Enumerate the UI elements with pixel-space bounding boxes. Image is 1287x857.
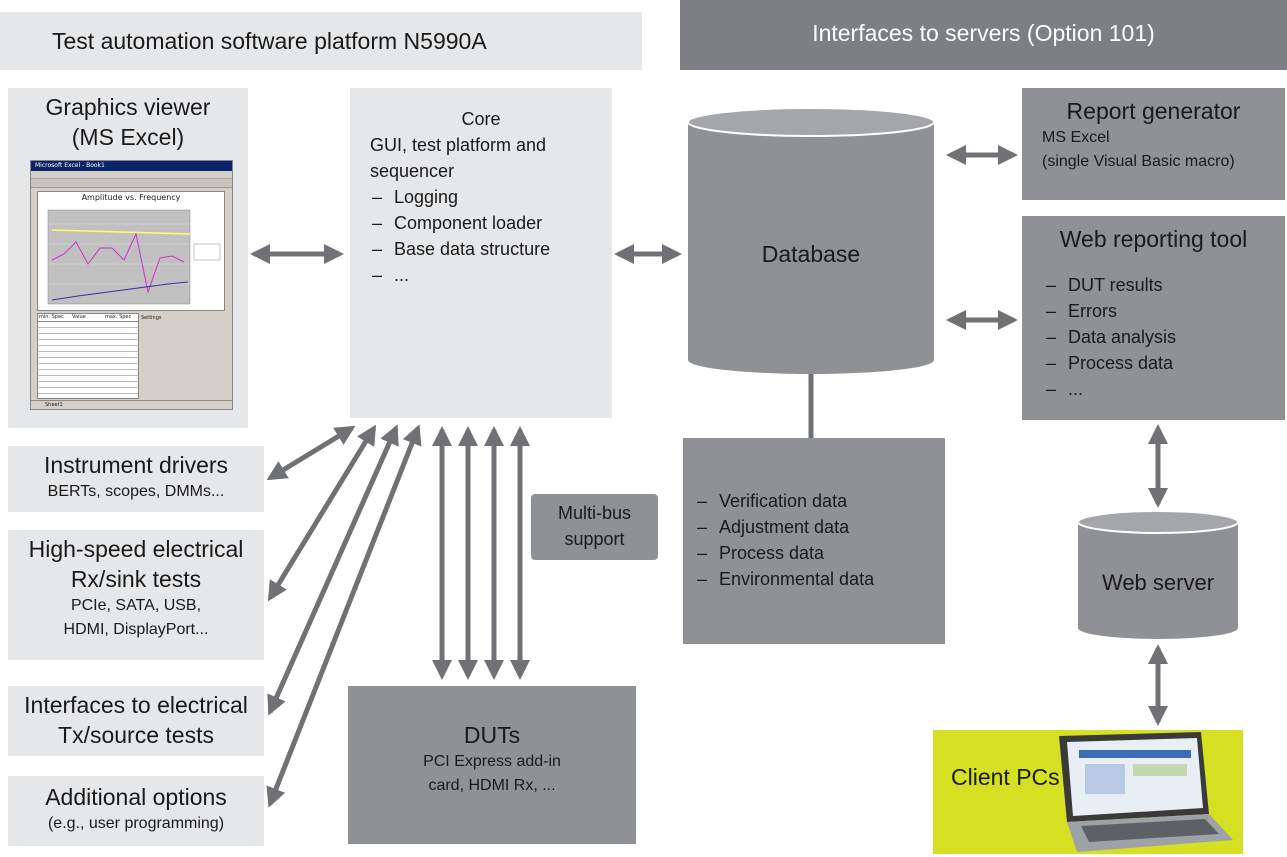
instrument-drivers-title: Instrument drivers	[43, 452, 229, 478]
data-type-item: Verification data	[695, 488, 945, 514]
excel-table-body	[38, 322, 138, 396]
excel-title-bar: Microsoft Excel - Book1	[31, 161, 232, 171]
duts-sub-2: card, HDMI Rx, ...	[428, 777, 556, 794]
excel-series-min	[51, 281, 189, 301]
excel-series-spec	[51, 229, 191, 235]
laptop-icon	[1059, 732, 1233, 852]
high-speed-sub-2: HDMI, DisplayPort...	[63, 621, 209, 638]
report-generator-title: Report generator	[1066, 98, 1241, 124]
core-item: Base data structure	[370, 236, 612, 262]
laptop-screen-header	[1079, 750, 1191, 758]
web-server-cylinder	[1077, 510, 1239, 639]
arrows	[250, 145, 1168, 808]
multibus-box: Multi-bus support	[531, 494, 658, 560]
web-server-top	[1077, 510, 1239, 534]
data-types-list: Verification data Adjustment data Proces…	[695, 488, 945, 592]
web-reporting-item: Data analysis	[1044, 324, 1285, 350]
web-reporting-box: Web reporting tool DUT results Errors Da…	[1022, 216, 1285, 420]
core-description: GUI, test platform and sequencer	[370, 135, 547, 181]
excel-chart-area: Amplitude vs. Frequency	[37, 191, 225, 311]
excel-legend	[193, 243, 221, 261]
platform-header: Test automation software platform N5990A	[0, 12, 642, 70]
excel-table: min. Spec Value max. Spec	[37, 313, 139, 399]
report-generator-line2: (single Visual Basic macro)	[1042, 153, 1235, 170]
database-top	[687, 107, 935, 137]
data-types-box: Verification data Adjustment data Proces…	[683, 438, 945, 644]
additional-options-title: Additional options	[45, 784, 227, 810]
high-speed-title-2: Rx/sink tests	[70, 566, 202, 592]
duts-sub-1: PCI Express add-in	[423, 753, 561, 770]
client-pcs-label: Client PCs	[951, 764, 1060, 790]
graphics-viewer-title: Graphics viewer	[45, 94, 211, 120]
excel-col-value: Value	[72, 314, 86, 320]
laptop-screen-panel	[1133, 764, 1187, 776]
web-reporting-list: DUT results Errors Data analysis Process…	[1044, 272, 1285, 402]
web-reporting-title: Web reporting tool	[1059, 226, 1248, 252]
multibus-line2: support	[564, 529, 625, 549]
excel-table-header: min. Spec Value max. Spec	[38, 314, 138, 322]
data-type-item: Adjustment data	[695, 514, 945, 540]
core-list: Logging Component loader Base data struc…	[370, 184, 612, 288]
excel-series-value	[51, 232, 185, 294]
database-label: Database	[762, 241, 860, 267]
web-reporting-item: DUT results	[1044, 272, 1285, 298]
interfaces-electrical-box: Interfaces to electrical Tx/source tests	[8, 686, 264, 756]
excel-toolbar	[31, 179, 232, 188]
excel-settings: Settings	[141, 315, 162, 322]
web-reporting-item: Process data	[1044, 350, 1285, 376]
excel-col-min: min. Spec	[39, 314, 64, 320]
arrow-core-additional-options	[266, 424, 422, 808]
data-type-item: Environmental data	[695, 566, 945, 592]
data-type-item: Process data	[695, 540, 945, 566]
report-generator-line1: MS Excel	[1042, 129, 1110, 146]
database-body	[688, 122, 934, 374]
excel-sheet-tab: Sheet1	[45, 402, 63, 408]
report-generator-box: Report generator MS Excel (single Visual…	[1022, 88, 1285, 200]
database-cylinder	[687, 107, 935, 374]
excel-menubar	[31, 171, 232, 179]
excel-screenshot: Microsoft Excel - Book1 Amplitude vs. Fr…	[30, 160, 233, 410]
excel-window-title: Microsoft Excel - Book1	[35, 162, 105, 169]
interfaces-electrical-title-2: Tx/source tests	[58, 722, 214, 748]
web-server-body	[1078, 522, 1238, 639]
interfaces-electrical-title-1: Interfaces to electrical	[24, 692, 248, 718]
web-server-label: Web server	[1102, 570, 1214, 595]
core-item: ...	[370, 262, 612, 288]
excel-sheet-tabs: Sheet1	[31, 400, 232, 409]
servers-header-text: Interfaces to servers (Option 101)	[812, 20, 1155, 46]
laptop-keyboard	[1081, 819, 1219, 842]
instrument-drivers-box: Instrument drivers BERTs, scopes, DMMs..…	[8, 446, 264, 512]
servers-header: Interfaces to servers (Option 101)	[680, 0, 1287, 70]
additional-options-box: Additional options (e.g., user programmi…	[8, 776, 264, 846]
graphics-viewer-subtitle: (MS Excel)	[71, 124, 185, 150]
additional-options-subtitle: (e.g., user programming)	[47, 815, 225, 832]
high-speed-sub-1: PCIe, SATA, USB,	[70, 597, 202, 614]
duts-title: DUTs	[463, 722, 521, 748]
multibus-line1: Multi-bus	[557, 503, 632, 523]
excel-col-max: max. Spec	[105, 314, 132, 320]
excel-chart-title: Amplitude vs. Frequency	[81, 193, 181, 202]
high-speed-tests-box: High-speed electrical Rx/sink tests PCIe…	[8, 530, 264, 660]
web-reporting-item: Errors	[1044, 298, 1285, 324]
web-reporting-item: ...	[1044, 376, 1285, 402]
core-item: Logging	[370, 184, 612, 210]
platform-header-text: Test automation software platform N5990A	[52, 28, 487, 54]
high-speed-title-1: High-speed electrical	[28, 536, 244, 562]
core-box: Core GUI, test platform and sequencer Lo…	[350, 88, 612, 418]
excel-chart-plot	[47, 209, 221, 305]
excel-settings-label: Settings	[141, 315, 162, 321]
instrument-drivers-subtitle: BERTs, scopes, DMMs...	[47, 483, 225, 500]
core-title: Core	[461, 109, 501, 129]
core-item: Component loader	[370, 210, 612, 236]
arrow-core-instrument-drivers	[266, 425, 356, 481]
client-pcs-box: Client PCs	[933, 730, 1243, 854]
laptop-screen-panel	[1085, 764, 1125, 794]
